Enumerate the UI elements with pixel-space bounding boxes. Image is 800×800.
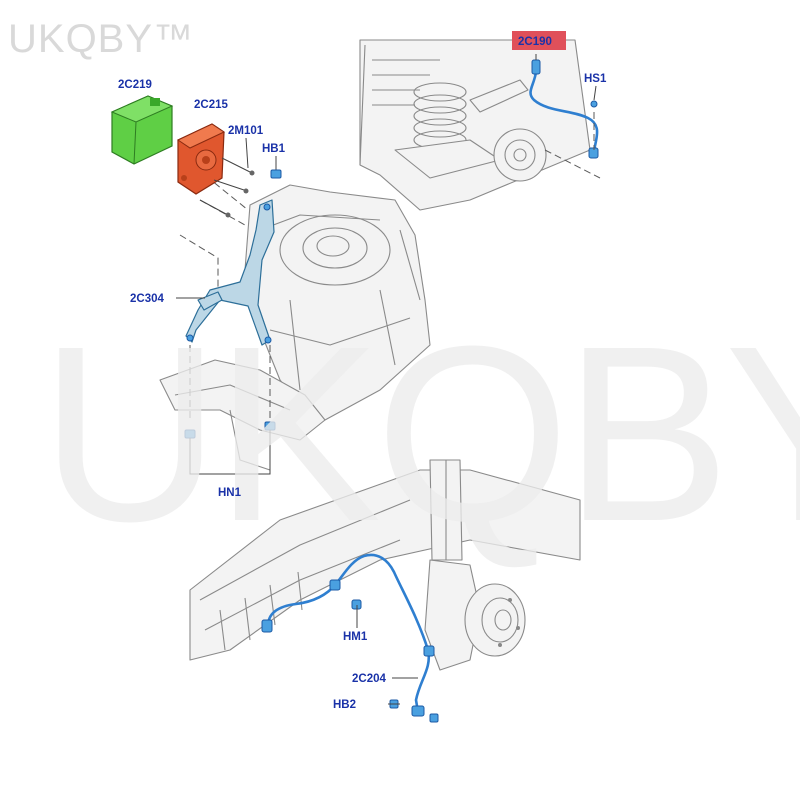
center-watermark: UKQBY™	[40, 294, 800, 573]
front-hub	[464, 583, 526, 657]
coil-spring	[413, 82, 467, 150]
front-suspension	[189, 459, 581, 671]
label-hs1: HS1	[584, 73, 607, 85]
label-2c215: 2C215	[194, 99, 228, 111]
strut-tower	[159, 184, 431, 471]
label-hn1: HN1	[218, 487, 242, 499]
nuts-hn1	[184, 421, 276, 475]
rear-hub	[493, 128, 547, 182]
label-2c204: 2C204	[352, 673, 386, 685]
label-hm1: HM1	[343, 631, 368, 643]
nut-hb1	[270, 156, 282, 179]
module-bracket	[185, 199, 275, 346]
bolts-2m101	[199, 157, 255, 218]
hydraulic-unit-2c215	[176, 123, 226, 195]
label-2c190: 2C190	[518, 36, 552, 48]
front-sensor-harness-2c204	[261, 553, 439, 723]
highlight-box-2c190	[512, 31, 566, 50]
corner-watermark: UKQBY™	[8, 17, 194, 61]
label-hb1: HB1	[262, 143, 286, 155]
label-2m101: 2M101	[228, 125, 264, 137]
rear-sensor-harness	[529, 70, 599, 152]
label-hb2: HB2	[333, 699, 356, 711]
abs-module-2c219	[110, 95, 174, 165]
rear-suspension-inset	[359, 39, 601, 211]
label-2c219: 2C219	[118, 79, 152, 91]
label-2c304: 2C304	[130, 293, 164, 305]
